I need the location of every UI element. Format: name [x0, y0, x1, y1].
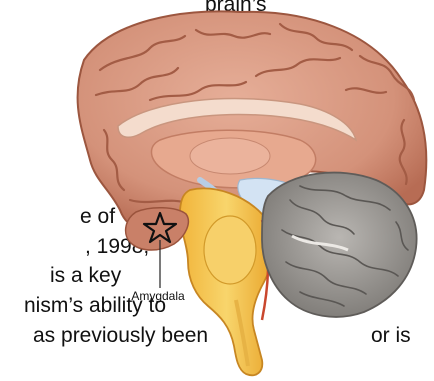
amygdala-label: Amygdala	[131, 289, 185, 303]
temporal-lobe	[126, 208, 189, 250]
cerebellum	[262, 173, 417, 317]
